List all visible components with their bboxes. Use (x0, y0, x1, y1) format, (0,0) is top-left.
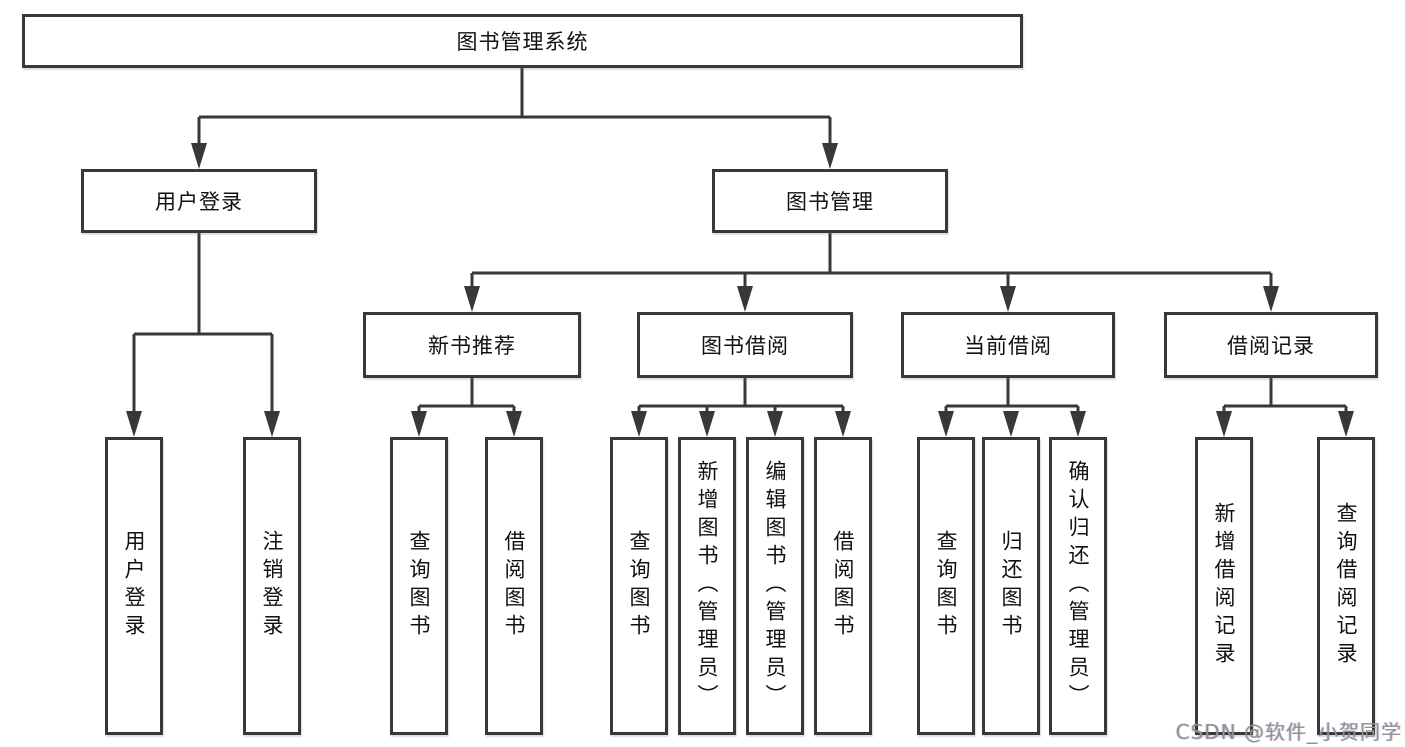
node-label: 借阅图书 (831, 530, 855, 642)
csdn-watermark: CSDN @软件_小贺同学 (1175, 720, 1402, 744)
node-borrowing-records: 借阅记录 (1164, 312, 1378, 378)
connector-root-to-level2 (197, 68, 832, 146)
node-label: 注销登录 (260, 530, 284, 642)
node-book-management: 图书管理 (712, 169, 948, 233)
node-label: 确认归还（管理员） (1066, 460, 1090, 712)
node-return-books: 归还图书 (982, 437, 1040, 735)
node-user-login: 用户登录 (81, 169, 317, 233)
node-label: 用户登录 (122, 530, 146, 642)
node-label: 图书管理系统 (456, 30, 589, 54)
node-query-borrow-record: 查询借阅记录 (1317, 437, 1375, 735)
connector-cur-borrow-children (944, 378, 1080, 414)
node-logout-action: 注销登录 (243, 437, 301, 735)
node-label: 图书管理 (786, 190, 874, 214)
node-new-book-recommendation: 新书推荐 (363, 312, 581, 378)
connector-user-login-children (132, 233, 274, 414)
connector-new-book-children (417, 378, 516, 414)
node-label: 新增图书（管理员） (695, 460, 719, 712)
node-label: 编辑图书（管理员） (763, 460, 787, 712)
node-add-borrow-record: 新增借阅记录 (1195, 437, 1253, 735)
node-confirm-return-admin: 确认归还（管理员） (1049, 437, 1107, 735)
node-query-books-recommend: 查询图书 (390, 437, 448, 735)
arrowheads-borrow-rec-children (1216, 411, 1354, 437)
node-borrow-books-recommend: 借阅图书 (485, 437, 543, 735)
node-label: 归还图书 (999, 530, 1023, 642)
node-label: 新书推荐 (428, 334, 516, 358)
node-label: 借阅记录 (1227, 334, 1315, 358)
node-label: 当前借阅 (964, 334, 1052, 358)
arrowheads-cur-borrow-children (938, 411, 1086, 437)
node-borrow-books: 借阅图书 (814, 437, 872, 735)
arrowheads-user-login-children (126, 411, 280, 437)
arrowheads-level2 (191, 143, 838, 169)
node-label: 查询图书 (934, 530, 958, 642)
node-user-login-action: 用户登录 (105, 437, 163, 735)
node-label: 查询图书 (627, 530, 651, 642)
node-label: 借阅图书 (502, 530, 526, 642)
connector-book-borrow-children (637, 378, 845, 414)
connector-book-mgmt-to-level3 (470, 233, 1273, 290)
arrowheads-book-borrow-children (631, 411, 851, 437)
node-label: 查询借阅记录 (1334, 502, 1358, 670)
node-query-books-current: 查询图书 (917, 437, 975, 735)
node-library-management-system: 图书管理系统 (22, 14, 1023, 68)
node-current-borrowing: 当前借阅 (901, 312, 1115, 378)
node-query-books-borrow: 查询图书 (610, 437, 668, 735)
node-add-books-admin: 新增图书（管理员） (678, 437, 736, 735)
node-label: 图书借阅 (701, 334, 789, 358)
arrowheads-new-book-children (411, 411, 522, 437)
arrowheads-level3 (464, 286, 1279, 312)
node-label: 查询图书 (407, 530, 431, 642)
node-edit-books-admin: 编辑图书（管理员） (746, 437, 804, 735)
node-label: 用户登录 (155, 190, 243, 214)
connector-borrow-rec-children (1222, 378, 1348, 414)
node-label: 新增借阅记录 (1212, 502, 1236, 670)
node-book-borrowing: 图书借阅 (637, 312, 853, 378)
